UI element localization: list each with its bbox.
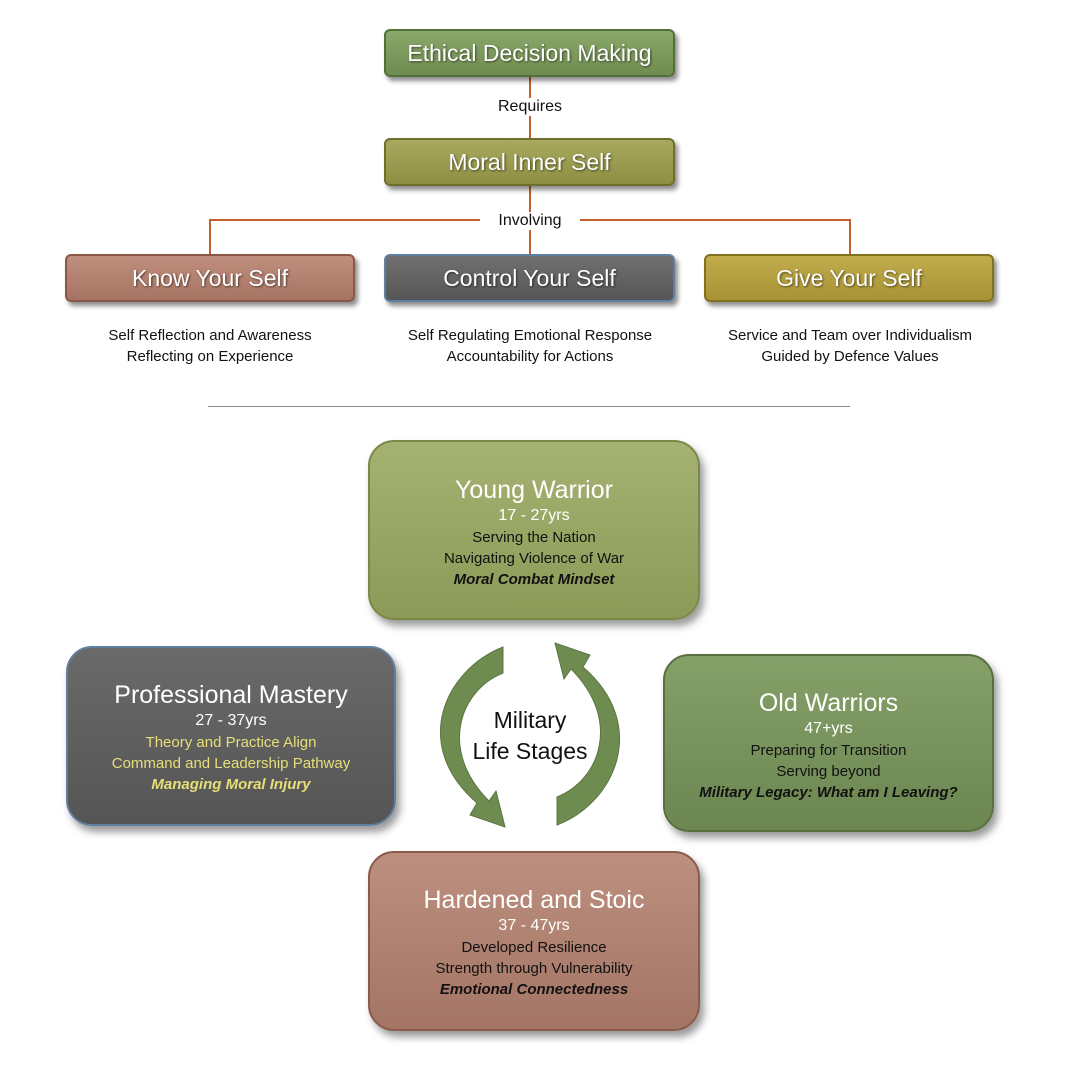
center-label-line: Life Stages xyxy=(472,738,588,764)
description-line: Accountability for Actions xyxy=(446,348,614,365)
stage-line: Serving beyond xyxy=(776,763,881,780)
stage-line: Strength through Vulnerability xyxy=(435,960,633,977)
stage-line: Serving the Nation xyxy=(472,529,596,546)
connector-right-drop xyxy=(849,219,851,254)
moral-inner-self-label: Moral Inner Self xyxy=(448,148,611,175)
description-line: Reflecting on Experience xyxy=(126,348,294,365)
stage-line: Command and Leadership Pathway xyxy=(111,755,351,772)
stage-title: Hardened and Stoic xyxy=(423,886,645,914)
stage-years: 37 - 47yrs xyxy=(498,917,570,934)
hardened-and-stoic-card: Hardened and Stoic 37 - 47yrs Developed … xyxy=(368,851,700,1031)
stage-emphasis: Military Legacy: What am I Leaving? xyxy=(699,784,958,801)
description-line: Self Regulating Emotional Response xyxy=(407,327,653,344)
know-your-self-description: Self Reflection and Awareness Reflecting… xyxy=(60,325,360,367)
stage-emphasis: Emotional Connectedness xyxy=(439,981,629,998)
stage-line: Navigating Violence of War xyxy=(443,550,625,567)
description-line: Guided by Defence Values xyxy=(761,348,939,365)
ethical-decision-making-box: Ethical Decision Making xyxy=(384,29,675,77)
stage-years: 17 - 27yrs xyxy=(498,507,570,524)
stage-emphasis: Moral Combat Mindset xyxy=(453,571,615,588)
requires-label: Requires xyxy=(485,98,575,116)
stage-title: Old Warriors xyxy=(758,689,899,717)
give-your-self-label: Give Your Self xyxy=(776,264,922,291)
young-warrior-card: Young Warrior 17 - 27yrs Serving the Nat… xyxy=(368,440,700,620)
moral-inner-self-box: Moral Inner Self xyxy=(384,138,675,186)
stage-title: Young Warrior xyxy=(455,476,613,504)
stage-line: Theory and Practice Align xyxy=(145,734,317,751)
cycle-arrow-right-icon xyxy=(554,642,621,826)
old-warriors-card: Old Warriors 47+yrs Preparing for Transi… xyxy=(663,654,994,832)
cycle-arrows xyxy=(439,642,621,828)
stage-years: 47+yrs xyxy=(804,720,853,737)
stage-line: Developed Resilience xyxy=(461,939,607,956)
stage-line: Preparing for Transition xyxy=(750,742,907,759)
control-your-self-description: Self Regulating Emotional Response Accou… xyxy=(380,325,680,367)
involving-label: Involving xyxy=(480,212,580,230)
control-your-self-label: Control Your Self xyxy=(443,264,616,291)
description-line: Self Reflection and Awareness xyxy=(108,327,312,344)
control-your-self-box: Control Your Self xyxy=(384,254,675,302)
description-line: Service and Team over Individualism xyxy=(727,327,972,344)
know-your-self-label: Know Your Self xyxy=(131,264,288,291)
stage-title: Professional Mastery xyxy=(114,681,348,709)
give-your-self-box: Give Your Self xyxy=(704,254,994,302)
ethical-decision-making-label: Ethical Decision Making xyxy=(407,39,652,66)
connector-left-drop xyxy=(209,219,211,254)
know-your-self-box: Know Your Self xyxy=(65,254,355,302)
military-life-stages-label: Military Life Stages xyxy=(440,705,620,767)
professional-mastery-card: Professional Mastery 27 - 37yrs Theory a… xyxy=(66,646,396,826)
give-your-self-description: Service and Team over Individualism Guid… xyxy=(694,325,1006,367)
cycle-arrow-left-icon xyxy=(439,646,506,828)
section-divider xyxy=(208,406,850,407)
stage-emphasis: Managing Moral Injury xyxy=(151,776,311,793)
center-label-line: Military xyxy=(493,707,567,733)
stage-years: 27 - 37yrs xyxy=(195,712,267,729)
